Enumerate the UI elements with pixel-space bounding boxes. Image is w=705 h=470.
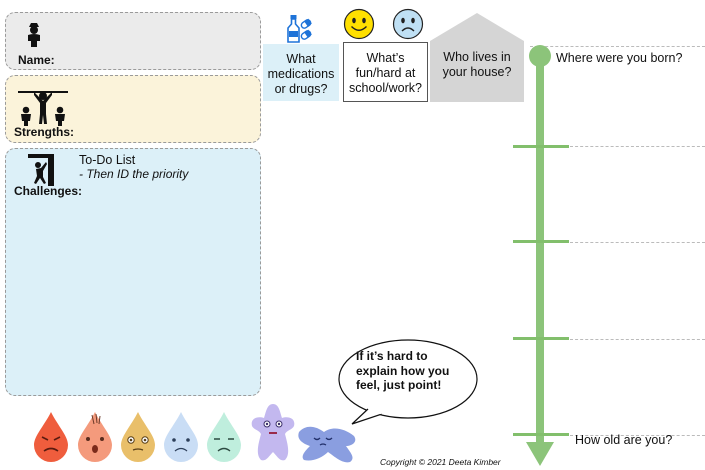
timeline-arrow — [526, 45, 554, 466]
speech-bubble — [338, 339, 478, 425]
house-shape — [430, 13, 524, 102]
strengths-label: Strengths: — [14, 125, 74, 139]
timeline-tick — [513, 337, 569, 340]
name-box[interactable]: Name: — [5, 12, 261, 70]
timeline-guide-line — [570, 435, 705, 436]
timeline-tick — [513, 145, 569, 148]
happy-face-icon — [343, 8, 375, 40]
timeline-guide-line — [570, 339, 705, 340]
speech-bubble-text: If it’s hard to explain how you feel, ju… — [356, 349, 450, 392]
house-question-text: Who lives in your house? — [442, 50, 512, 79]
medications-question-text: What medications or drugs? — [267, 52, 335, 96]
person-icon — [24, 22, 44, 48]
strengths-box[interactable]: Strengths: — [5, 75, 261, 143]
shocked-drop-icon[interactable] — [76, 412, 114, 462]
timeline-start-label: Where were you born? — [556, 51, 683, 65]
exhausted-blob-icon[interactable] — [296, 422, 358, 464]
timeline-tick — [513, 433, 569, 436]
timeline-end-label: How old are you? — [575, 433, 673, 447]
winners-podium-icon — [14, 88, 72, 128]
school-question[interactable]: What’s fun/hard at school/work? — [343, 42, 428, 102]
upset-drop-icon[interactable] — [205, 412, 243, 462]
name-label: Name: — [18, 53, 55, 67]
angry-drop-icon[interactable] — [32, 412, 70, 462]
timeline-tick — [513, 240, 569, 243]
challenges-box[interactable]: To-Do List - Then ID the priority Challe… — [5, 148, 261, 396]
sad-face-icon — [392, 8, 424, 40]
copyright-text: Copyright © 2021 Deeta Kimber — [380, 457, 501, 467]
house-question[interactable]: Who lives in your house? — [432, 50, 522, 90]
sad-drop-icon[interactable] — [162, 412, 200, 462]
worried-drop-icon[interactable] — [119, 412, 157, 462]
timeline-guide-line — [570, 146, 705, 147]
climber-icon — [28, 154, 54, 186]
medications-question[interactable]: What medications or drugs? — [263, 44, 339, 101]
todo-title: To-Do List — [79, 153, 136, 167]
school-question-text: What’s fun/hard at school/work? — [349, 51, 422, 95]
stressed-blob-icon[interactable] — [249, 402, 297, 464]
timeline-guide-line — [570, 242, 705, 243]
medication-icon — [287, 15, 313, 43]
timeline-guide-line — [530, 46, 705, 47]
todo-subtitle: - Then ID the priority — [79, 167, 189, 181]
challenges-label: Challenges: — [14, 184, 83, 198]
